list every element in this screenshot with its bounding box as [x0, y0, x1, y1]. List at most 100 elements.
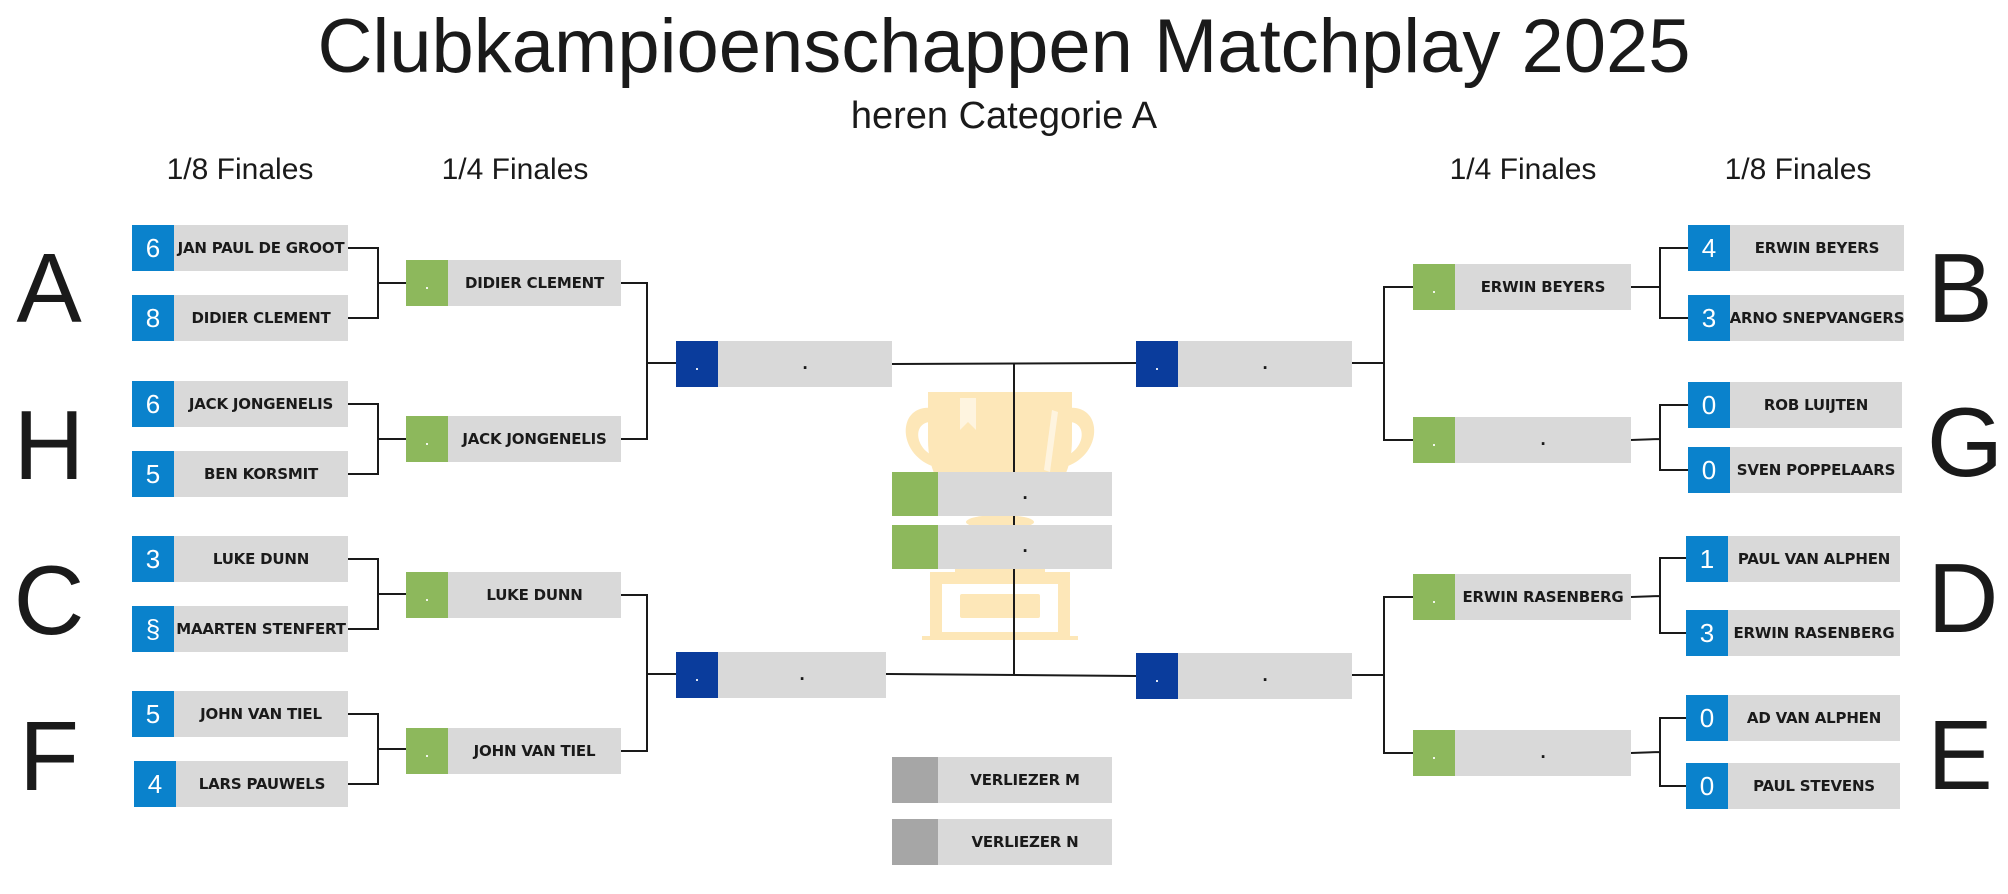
score-box: 1: [1686, 536, 1728, 582]
right-r16-slot-2: 3 ARNO SNEPVANGERS: [1688, 295, 1904, 341]
group-letter-d: D: [1927, 543, 1999, 653]
final-slot-1: .: [892, 472, 1112, 516]
right-sf-slot-2: . .: [1136, 653, 1352, 699]
page-subtitle: heren Categorie A: [850, 95, 1158, 137]
group-letter-a: A: [16, 233, 82, 343]
score-box: §: [132, 606, 174, 652]
score-box: .: [676, 341, 718, 387]
player-name: .: [1178, 653, 1352, 699]
group-letter-b: B: [1927, 233, 1993, 343]
player-name: VERLIEZER M: [938, 757, 1112, 803]
player-name: ARNO SNEPVANGERS: [1730, 295, 1904, 341]
player-name: JACK JONGENELIS: [448, 416, 621, 462]
player-name: JOHN VAN TIEL: [174, 691, 348, 737]
score-box: .: [406, 416, 448, 462]
right-r16-slot-1: 4 ERWIN BEYERS: [1688, 225, 1904, 271]
left-r16-slot-3: 6 JACK JONGENELIS: [132, 381, 348, 427]
score-box: .: [406, 572, 448, 618]
left-r16-slot-7: 5 JOHN VAN TIEL: [132, 691, 348, 737]
player-name: MAARTEN STENFERT: [174, 606, 348, 652]
player-name: ERWIN RASENBERG: [1455, 574, 1631, 620]
player-name: ERWIN RASENBERG: [1728, 610, 1900, 656]
score-box: .: [1136, 341, 1178, 387]
score-box: .: [1413, 417, 1455, 463]
left-sf-slot-1: . .: [676, 341, 892, 387]
score-box: 0: [1688, 382, 1730, 428]
player-name: .: [938, 525, 1112, 569]
group-letter-h: H: [13, 390, 85, 500]
left-qf-slot-2: . JACK JONGENELIS: [406, 416, 621, 462]
player-name: .: [718, 652, 886, 698]
player-name: .: [1455, 730, 1631, 776]
left-r16-slot-2: 8 DIDIER CLEMENT: [132, 295, 348, 341]
page-title: Clubkampioenschappen Matchplay 2025: [317, 4, 1691, 89]
score-box: 6: [132, 381, 174, 427]
score-box: 5: [132, 451, 174, 497]
right-r16-slot-8: 0 PAUL STEVENS: [1686, 763, 1900, 809]
left-r16-slot-6: § MAARTEN STENFERT: [132, 606, 348, 652]
score-box: 8: [132, 295, 174, 341]
group-letter-e: E: [1927, 700, 1993, 810]
score-box: .: [1136, 653, 1178, 699]
left-sf-slot-2: . .: [676, 652, 886, 698]
score-box: 4: [134, 761, 176, 807]
right-r16-slot-6: 3 ERWIN RASENBERG: [1686, 610, 1900, 656]
score-box: 4: [1688, 225, 1730, 271]
final-slot-2: .: [892, 525, 1112, 569]
player-name: LUKE DUNN: [448, 572, 621, 618]
right-qf-slot-3: . ERWIN RASENBERG: [1413, 574, 1631, 620]
player-name: LUKE DUNN: [174, 536, 348, 582]
group-letter-g: G: [1926, 387, 2004, 497]
round-header-right-qf: 1/4 Finales: [1449, 153, 1597, 186]
right-qf-slot-2: . .: [1413, 417, 1631, 463]
score-box: .: [1413, 730, 1455, 776]
player-name: ERWIN BEYERS: [1455, 264, 1631, 310]
loser-slot-m: VERLIEZER M: [892, 757, 1112, 803]
player-name: .: [1178, 341, 1352, 387]
score-box: 3: [1686, 610, 1728, 656]
left-qf-slot-4: . JOHN VAN TIEL: [406, 728, 621, 774]
score-box: 0: [1688, 447, 1730, 493]
round-header-left-qf: 1/4 Finales: [441, 153, 589, 186]
player-name: .: [1455, 417, 1631, 463]
player-name: DIDIER CLEMENT: [174, 295, 348, 341]
left-qf-slot-3: . LUKE DUNN: [406, 572, 621, 618]
player-name: DIDIER CLEMENT: [448, 260, 621, 306]
right-r16-slot-3: 0 ROB LUIJTEN: [1688, 382, 1902, 428]
score-box: .: [406, 260, 448, 306]
player-name: JAN PAUL DE GROOT: [174, 225, 348, 271]
score-box: 0: [1686, 695, 1728, 741]
score-box: .: [1413, 574, 1455, 620]
left-r16-slot-8: 4 LARS PAUWELS: [134, 761, 348, 807]
player-name: .: [718, 341, 892, 387]
right-r16-slot-5: 1 PAUL VAN ALPHEN: [1686, 536, 1900, 582]
player-name: .: [938, 472, 1112, 516]
score-box: [892, 472, 938, 516]
score-box: .: [406, 728, 448, 774]
right-r16-slot-4: 0 SVEN POPPELAARS: [1688, 447, 1902, 493]
round-header-left-r16: 1/8 Finales: [166, 153, 314, 186]
score-box: .: [1413, 264, 1455, 310]
player-name: JOHN VAN TIEL: [448, 728, 621, 774]
right-qf-slot-4: . .: [1413, 730, 1631, 776]
right-qf-slot-1: . ERWIN BEYERS: [1413, 264, 1631, 310]
group-letter-f: F: [19, 701, 79, 811]
player-name: VERLIEZER N: [938, 819, 1112, 865]
score-box: 3: [1688, 295, 1730, 341]
left-r16-slot-5: 3 LUKE DUNN: [132, 536, 348, 582]
score-box: 3: [132, 536, 174, 582]
score-box: 5: [132, 691, 174, 737]
left-r16-slot-1: 6 JAN PAUL DE GROOT: [132, 225, 348, 271]
left-r16-slot-4: 5 BEN KORSMIT: [132, 451, 348, 497]
score-box: [892, 819, 938, 865]
score-box: 0: [1686, 763, 1728, 809]
round-header-right-r16: 1/8 Finales: [1724, 153, 1872, 186]
score-box: [892, 757, 938, 803]
player-name: SVEN POPPELAARS: [1730, 447, 1902, 493]
player-name: BEN KORSMIT: [174, 451, 348, 497]
score-box: 6: [132, 225, 174, 271]
group-letter-c: C: [13, 545, 85, 655]
player-name: LARS PAUWELS: [176, 761, 348, 807]
